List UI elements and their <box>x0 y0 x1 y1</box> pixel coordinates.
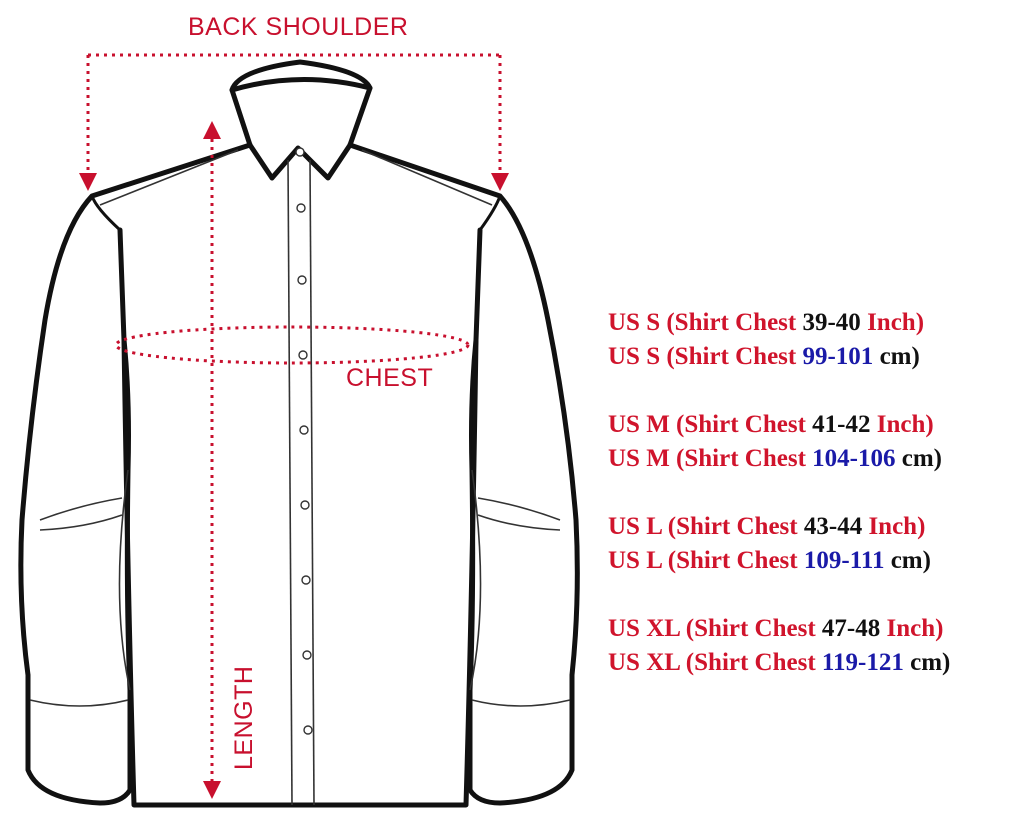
size-line-inch: US S (Shirt Chest 39-40 Inch) <box>608 306 950 340</box>
chest-measure <box>114 325 470 365</box>
back-shoulder-label: BACK SHOULDER <box>188 13 408 41</box>
size-prefix: US L (Shirt Chest <box>608 547 798 574</box>
size-unit: Inch) <box>868 513 926 540</box>
size-group-s: US S (Shirt Chest 39-40 Inch) US S (Shir… <box>608 306 950 374</box>
size-value: 47-48 <box>821 615 881 642</box>
button-icon <box>299 425 309 435</box>
size-prefix: US L (Shirt Chest <box>608 513 798 540</box>
button-icon <box>298 350 308 360</box>
size-prefix: US XL (Shirt Chest <box>608 615 816 642</box>
size-unit: cm) <box>901 445 942 472</box>
shirt-outline-icon <box>18 59 580 808</box>
size-unit: Inch) <box>867 309 925 336</box>
size-unit: cm) <box>910 649 951 676</box>
size-value: 104-106 <box>812 445 896 472</box>
size-unit: Inch) <box>886 615 944 642</box>
button-icon <box>295 147 305 157</box>
size-prefix: US M (Shirt Chest <box>608 411 806 438</box>
size-prefix: US S (Shirt Chest <box>608 309 797 336</box>
size-value: 119-121 <box>821 649 904 676</box>
button-icon <box>297 275 307 285</box>
size-line-inch: US L (Shirt Chest 43-44 Inch) <box>608 510 950 544</box>
size-prefix: US S (Shirt Chest <box>608 343 797 370</box>
size-prefix: US XL (Shirt Chest <box>608 649 816 676</box>
back-shoulder-measure <box>79 53 509 191</box>
button-icon <box>302 650 312 660</box>
size-unit: cm) <box>890 547 931 574</box>
size-value: 41-42 <box>812 411 871 438</box>
size-line-cm: US M (Shirt Chest 104-106 cm) <box>608 442 950 476</box>
size-chart: US S (Shirt Chest 39-40 Inch) US S (Shir… <box>608 306 950 680</box>
size-group-m: US M (Shirt Chest 41-42 Inch) US M (Shir… <box>608 408 950 476</box>
size-line-cm: US S (Shirt Chest 99-101 cm) <box>608 340 950 374</box>
size-value: 99-101 <box>802 343 874 370</box>
size-line-inch: US XL (Shirt Chest 47-48 Inch) <box>608 612 950 646</box>
button-icon <box>296 203 306 213</box>
size-unit: Inch) <box>876 411 934 438</box>
size-group-l: US L (Shirt Chest 43-44 Inch) US L (Shir… <box>608 510 950 578</box>
size-line-cm: US XL (Shirt Chest 119-121 cm) <box>608 646 950 680</box>
size-group-xl: US XL (Shirt Chest 47-48 Inch) US XL (Sh… <box>608 612 950 680</box>
size-value: 43-44 <box>803 513 863 540</box>
size-line-cm: US L (Shirt Chest 109-111 cm) <box>608 544 950 578</box>
buttons <box>295 147 313 735</box>
chest-label: CHEST <box>346 364 433 392</box>
shirt-detail-lines <box>29 149 571 806</box>
length-label: LENGTH <box>230 666 258 770</box>
size-value: 109-111 <box>803 547 885 574</box>
size-line-inch: US M (Shirt Chest 41-42 Inch) <box>608 408 950 442</box>
button-icon <box>300 500 310 510</box>
button-icon <box>301 575 311 585</box>
size-value: 39-40 <box>802 309 861 336</box>
size-prefix: US M (Shirt Chest <box>608 445 806 472</box>
button-icon <box>303 725 313 735</box>
size-unit: cm) <box>879 343 920 370</box>
